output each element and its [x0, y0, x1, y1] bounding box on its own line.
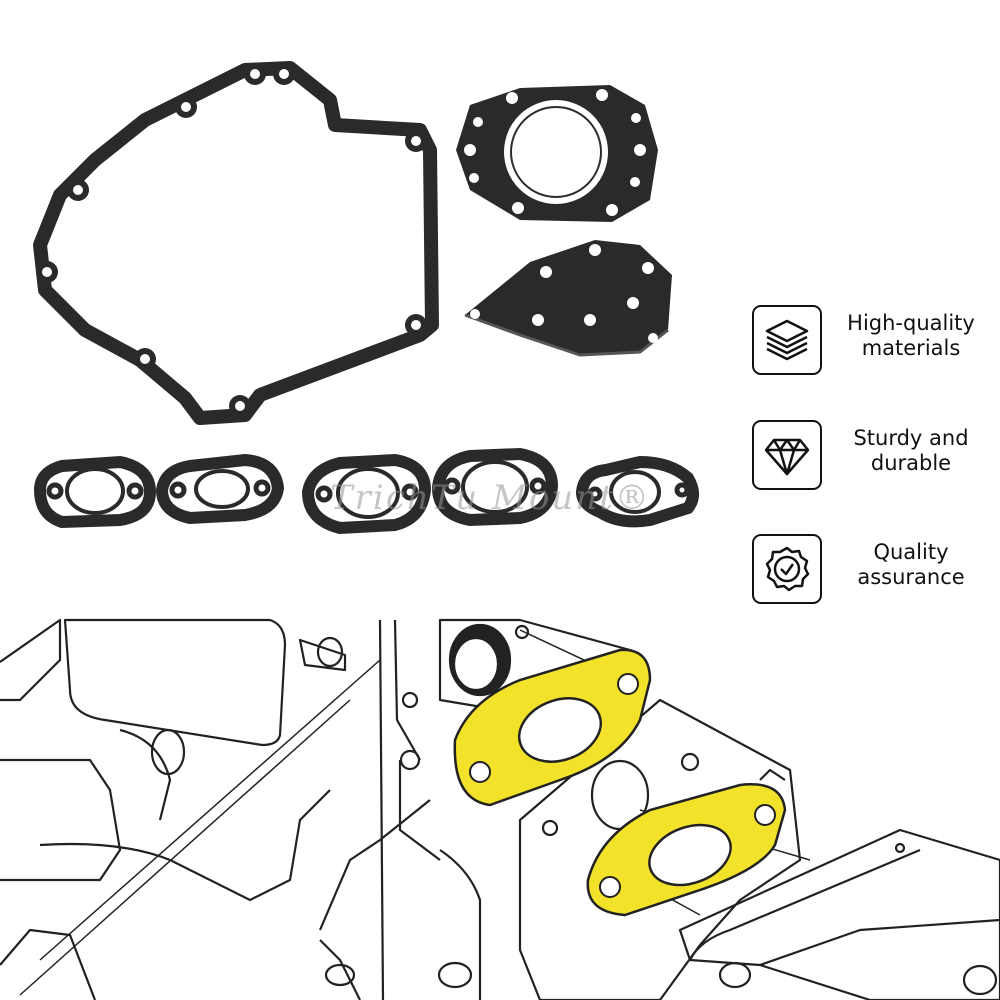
flange-gasket-1	[33, 455, 157, 529]
feature-label-line2: assurance	[857, 565, 965, 589]
stacked-layers-icon	[752, 305, 822, 375]
feature-label-line1: High-quality	[847, 311, 975, 335]
feature-label-line1: Quality	[873, 540, 949, 564]
highlighted-gasket-upper	[453, 648, 652, 807]
watermark: TrichTu Mount®	[330, 478, 651, 518]
cover-gasket	[33, 61, 439, 425]
feature-label-line2: durable	[870, 451, 952, 475]
diamond-icon	[752, 420, 822, 490]
highlighted-gasket-lower	[586, 783, 787, 917]
flange-gasket-5	[575, 455, 699, 528]
feature-label-line1: Sturdy and	[853, 426, 969, 450]
flange-gasket-3	[301, 453, 432, 535]
engine-diagram	[0, 618, 1000, 1000]
feature-sturdy: Sturdy and durable	[752, 420, 992, 496]
quality-badge-icon	[752, 534, 822, 604]
feature-label-line2: materials	[861, 336, 961, 360]
head-gasket	[456, 85, 658, 222]
plate-gasket	[464, 240, 672, 357]
flange-gasket-4	[431, 447, 559, 527]
flange-gasket-2	[155, 453, 285, 525]
feature-high-quality: High-quality materials	[752, 305, 992, 381]
feature-quality-assurance: Quality assurance	[752, 534, 992, 610]
